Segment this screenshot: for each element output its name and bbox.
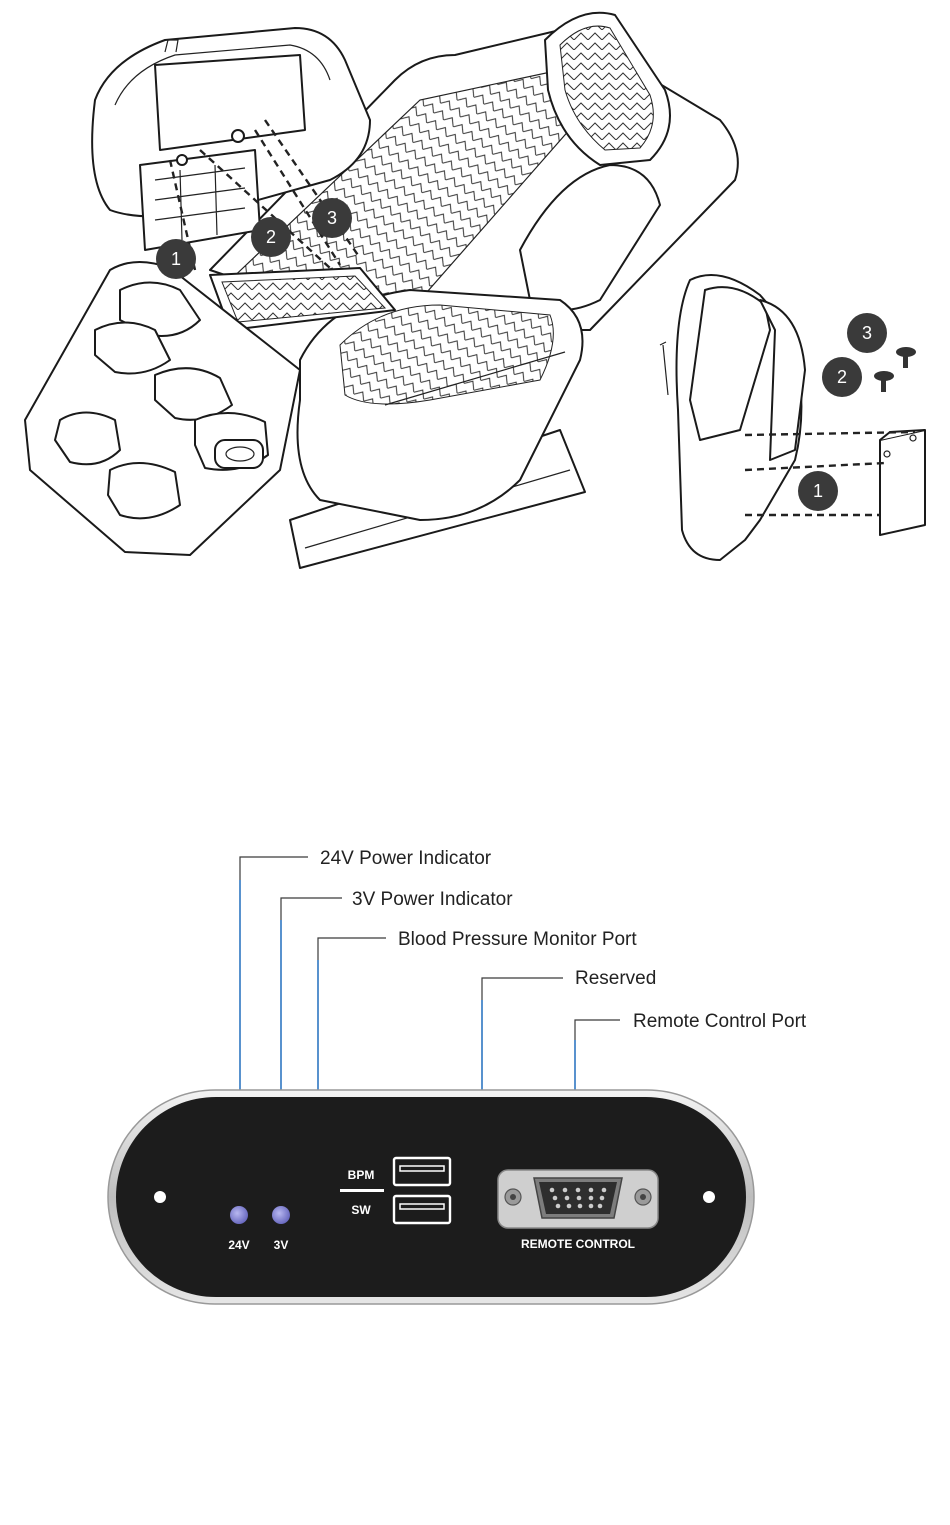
thumb-screw-icon: [896, 347, 916, 368]
callout-reserved: Reserved: [575, 968, 656, 989]
led-24v-label: 24V: [228, 1238, 249, 1252]
svg-text:3: 3: [327, 208, 337, 228]
svg-text:1: 1: [171, 249, 181, 269]
step-badge-2: 2: [251, 217, 291, 257]
step-badge-2: 2: [822, 357, 862, 397]
callout-24v-power-indicator: 24V Power Indicator: [320, 848, 492, 869]
thumb-screw-icon: [874, 371, 894, 392]
led-24v-indicator: [230, 1206, 248, 1224]
callout-blood-pressure-monitor-port: Blood Pressure Monitor Port: [398, 929, 637, 950]
svg-text:2: 2: [266, 227, 276, 247]
control-panel: 24V 3V BPM SW: [108, 1090, 754, 1304]
svg-text:2: 2: [837, 367, 847, 387]
step-badge-1: 1: [156, 239, 196, 279]
led-3v-label: 3V: [274, 1238, 289, 1252]
armrest-detail-illustration: 3 2 1: [660, 275, 925, 560]
step-badge-3: 3: [847, 313, 887, 353]
mounting-hole: [703, 1191, 715, 1203]
remote-control-port[interactable]: [498, 1170, 658, 1228]
step-badge-3: 3: [312, 198, 352, 238]
callout-remote-control-port: Remote Control Port: [633, 1011, 807, 1032]
massage-chair-illustration: 1 2 3: [25, 13, 738, 568]
led-3v-indicator: [272, 1206, 290, 1224]
svg-text:1: 1: [813, 481, 823, 501]
callout-3v-power-indicator: 3V Power Indicator: [352, 889, 513, 910]
remote-control-label: REMOTE CONTROL: [521, 1237, 635, 1251]
bpm-label: BPM: [348, 1168, 375, 1182]
mounting-hole: [154, 1191, 166, 1203]
sw-label: SW: [351, 1203, 371, 1217]
step-badge-1: 1: [798, 471, 838, 511]
svg-text:3: 3: [862, 323, 872, 343]
